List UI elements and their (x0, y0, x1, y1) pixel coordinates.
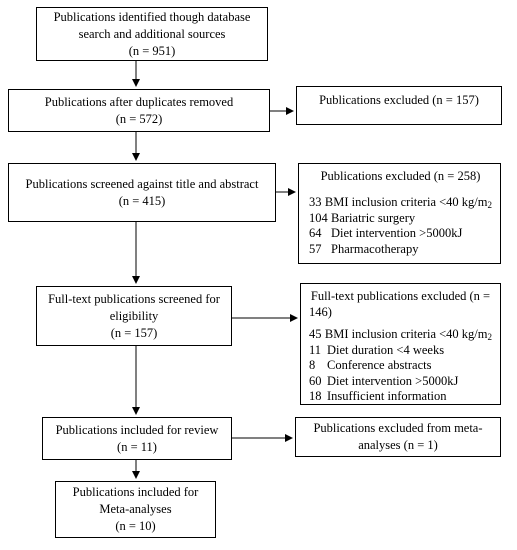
item-count: 104 (309, 210, 328, 225)
excluded-screening-item: 104 Bariatric surgery (309, 211, 492, 227)
identified-line-2: search and additional sources (78, 26, 226, 41)
after-duplicates-line-1: Publications after duplicates removed (44, 94, 234, 109)
screened-line-2: (n = 415) (118, 193, 166, 208)
item-label: Diet intervention >5000kJ (331, 226, 463, 240)
review-line-2: (n = 11) (117, 439, 157, 454)
excluded-meta-box: Publications excluded from meta- analyse… (295, 417, 501, 457)
item-label: Bariatric surgery (331, 210, 416, 225)
meta-line-1: Publications included for (72, 485, 199, 499)
item-count: 45 (309, 327, 322, 341)
screened-box: Publications screened against title and … (8, 163, 276, 222)
item-count: 18 (309, 389, 322, 403)
fulltext-line-1: Full-text publications screened for (48, 291, 220, 306)
meta-line-2: Meta-analyses (99, 502, 172, 516)
after-duplicates-line-2: (n = 572) (115, 111, 163, 126)
item-label: BMI inclusion criteria <40 kg/m (324, 195, 488, 209)
item-label: BMI inclusion criteria <40 kg/m (324, 327, 488, 341)
excluded-fulltext-header-2: 146) (309, 305, 332, 319)
item-label: Diet intervention >5000kJ (327, 373, 459, 388)
item-subscript: 2 (487, 200, 493, 210)
fulltext-line-3: (n = 157) (110, 325, 158, 340)
identified-line-3: (n = 951) (128, 43, 176, 58)
item-subscript: 2 (487, 332, 493, 342)
item-count: 8 (309, 358, 316, 372)
excluded-fulltext-item: 11 Diet duration <4 weeks (309, 343, 492, 359)
item-count: 64 (309, 226, 322, 240)
item-label: Conference abstracts (327, 358, 432, 372)
screened-line-1: Publications screened against title and … (25, 176, 259, 191)
excluded-fulltext-item: 60 Diet intervention >5000kJ (309, 374, 492, 390)
excluded-fulltext-header-1: Full-text publications excluded (n = (310, 289, 491, 303)
item-count: 60 (309, 373, 322, 388)
excluded-screening-item: 57 Pharmacotherapy (309, 242, 492, 258)
item-label: Pharmacotherapy (331, 241, 419, 256)
review-line-1: Publications included for review (55, 422, 219, 437)
identified-box: Publications identified though database … (36, 7, 268, 61)
excluded-screening-header: Publications excluded (n = 258) (320, 169, 481, 183)
meta-line-3: (n = 10) (115, 519, 156, 533)
item-count: 57 (309, 241, 322, 256)
excluded-duplicates-line-1: Publications excluded (n = 157) (319, 93, 479, 107)
identified-line-1: Publications identified though database (53, 9, 251, 24)
item-count: 11 (309, 342, 322, 357)
fulltext-box: Full-text publications screened for elig… (36, 286, 232, 346)
item-label: Diet duration <4 weeks (327, 342, 445, 357)
meta-analyses-box: Publications included for Meta-analyses … (55, 481, 216, 538)
excluded-screening-box: Publications excluded (n = 258) 33 BMI i… (298, 163, 501, 264)
item-count: 33 (309, 195, 322, 209)
excluded-fulltext-item: 18 Insufficient information (309, 389, 492, 405)
fulltext-line-2: eligibility (109, 308, 159, 323)
excluded-meta-line-2: analyses (n = 1) (358, 438, 438, 452)
excluded-meta-line-1: Publications excluded from meta- (313, 421, 483, 435)
excluded-screening-item: 64 Diet intervention >5000kJ (309, 226, 492, 242)
excluded-duplicates-box: Publications excluded (n = 157) (296, 86, 502, 125)
review-box: Publications included for review (n = 11… (42, 417, 232, 460)
excluded-fulltext-box: Full-text publications excluded (n = 146… (300, 283, 501, 405)
excluded-fulltext-item: 8 Conference abstracts (309, 358, 492, 374)
item-label: Insufficient information (327, 389, 447, 403)
after-duplicates-box: Publications after duplicates removed (n… (8, 89, 270, 132)
